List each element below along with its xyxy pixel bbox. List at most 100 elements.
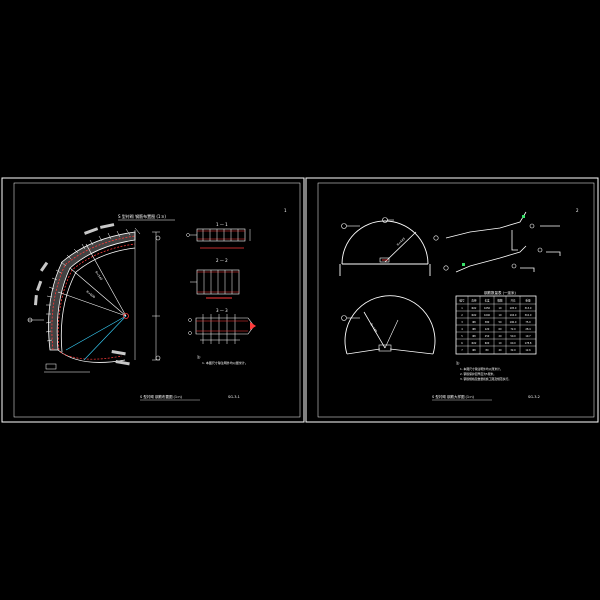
table-cell: 60 [498, 328, 502, 331]
table-cell: 50.0 [510, 335, 516, 338]
table-header-cell: 重量 [525, 299, 531, 303]
table-cell: 32.0 [510, 349, 516, 352]
left-note-label: 注: [197, 354, 201, 359]
arch-detail-lower: R=460 [341, 295, 436, 355]
left-drawing-no: SG-3-1 [228, 395, 240, 399]
rebar-outer [51, 235, 136, 351]
right-page-mark: 2 [576, 208, 579, 213]
section-3-outline [195, 317, 255, 335]
right-notes: 注: 1. 本图尺寸除注明外均以厘米计。 2. 钢筋保护层厚度为5厘米。 3. … [456, 360, 511, 381]
radius-label-1: R=600 [85, 290, 96, 300]
table-cell: 60.0 [510, 342, 516, 345]
right-notes-label: 注: [456, 360, 460, 365]
left-note-text: 1. 本图尺寸除注明外均以厘米计。 [202, 360, 248, 365]
left-sheet: S 型衬砌 钢筋布置图 (1:n) 1 [1, 177, 305, 423]
table-cell: Φ22 [472, 307, 477, 310]
table-cell: 40 [498, 349, 502, 352]
left-axis-marker [27, 317, 33, 323]
bottom-marker [155, 355, 161, 361]
table-cell: 28.4 [525, 328, 531, 331]
table-cell: 1050 [484, 307, 491, 310]
bend-detail-5 [546, 251, 561, 256]
table-cell: Φ8 [472, 321, 476, 324]
arc-ticks [45, 227, 141, 342]
bend-detail-1 [445, 211, 527, 239]
section-1-detail: 1 — 1 [186, 222, 251, 249]
left-title-top: S 型衬砌 钢筋布置图 (1:n) [118, 213, 166, 219]
table-cell: 10 [498, 342, 502, 345]
table-cell: 313.0 [525, 307, 532, 310]
bend-detail-green-marks [462, 215, 525, 266]
table-cell: 10 [498, 314, 502, 317]
table-cell: 20 [498, 335, 502, 338]
table-cell: 1040 [484, 314, 491, 317]
rebar-bend-details [433, 211, 561, 273]
section-2-detail: 2 — 2 [190, 258, 240, 299]
table-cell: 104.0 [510, 314, 517, 317]
radius-lines [57, 243, 127, 317]
section-3-red-wedge [250, 322, 256, 330]
left-sheet-frame [1, 177, 305, 423]
table-cell: 6 [461, 342, 463, 345]
right-drawing-no: SG-3-2 [528, 395, 540, 399]
table-title: 钢筋数量表 (一延米) [484, 290, 516, 295]
arch-lower-radius [363, 311, 386, 349]
lining-inner-line [60, 247, 136, 353]
table-cell: 250 [485, 335, 490, 338]
table-header-cell: 共长 [510, 299, 516, 303]
left-page-mark: 1 [284, 208, 287, 213]
bend-detail-4 [511, 230, 518, 251]
arch-lower-radius-text: R=460 [369, 322, 378, 333]
table-cell: 3 [461, 321, 463, 324]
table-cell: Φ8 [472, 349, 476, 352]
left-sheet-inner-frame [13, 182, 301, 418]
arch-upper-callout [382, 217, 388, 223]
table-cell: Φ8 [472, 328, 476, 331]
right-note-1: 1. 本图尺寸除注明外均以厘米计。 [460, 367, 503, 371]
table-cell: 1 [461, 307, 463, 310]
table-cell: 190.0 [510, 321, 517, 324]
arch-left-callout [341, 223, 347, 229]
table-cell: 7 [461, 349, 463, 352]
table-cell: Φ22 [472, 314, 477, 317]
table-header-cell: 根数 [497, 299, 503, 303]
table-header-cell: 长度 [484, 299, 490, 303]
table-cell: 600 [485, 342, 490, 345]
arch-upper-radius-text: R=445 [396, 237, 406, 247]
radius-lines-dim [65, 315, 127, 361]
radius-label-2: R=540 [94, 270, 103, 281]
table-cell: 120 [485, 328, 490, 331]
table-cell: 310.0 [525, 314, 532, 317]
table-cell: 380 [485, 321, 490, 324]
tunnel-lining-section: R=600 R=540 [27, 223, 161, 373]
table-cell: 10 [498, 307, 502, 310]
right-sheet: 2 R=445 R=460 [305, 177, 599, 423]
arc-center-marker [123, 313, 129, 319]
right-sheet-inner-frame [317, 182, 595, 418]
arch-upper-radius [384, 231, 417, 263]
section-1-label: 1 — 1 [216, 222, 228, 227]
table-cell: 178.8 [525, 342, 532, 345]
bend-detail-2 [455, 245, 527, 273]
table-cell: 80 [485, 349, 489, 352]
section-3-label: 3 — 3 [216, 308, 228, 313]
right-bottom-title: S 型衬砌 钢筋大样图 (1:n) [432, 394, 475, 399]
table-cell: Φ8 [472, 335, 476, 338]
table-header-cell: 直径 [471, 299, 477, 303]
table-header-cell: 编号 [459, 299, 465, 303]
bend-detail-6 [520, 267, 535, 272]
table-cell: 2 [461, 314, 463, 317]
table-cell: 5 [461, 335, 463, 338]
section-3-detail: 3 — 3 [188, 308, 256, 344]
top-marker [155, 235, 161, 241]
right-note-2: 2. 钢筋保护层厚度为5厘米。 [460, 372, 496, 376]
table-cell: 105.0 [510, 307, 517, 310]
section-2-label: 2 — 2 [216, 258, 228, 263]
right-note-3: 3. 钢筋规格及数量按施工图及规范执行。 [460, 377, 511, 381]
rebar-bundle-marks [33, 223, 130, 366]
table-cell: 12.6 [525, 349, 531, 352]
table-cell: 72.0 [510, 328, 516, 331]
